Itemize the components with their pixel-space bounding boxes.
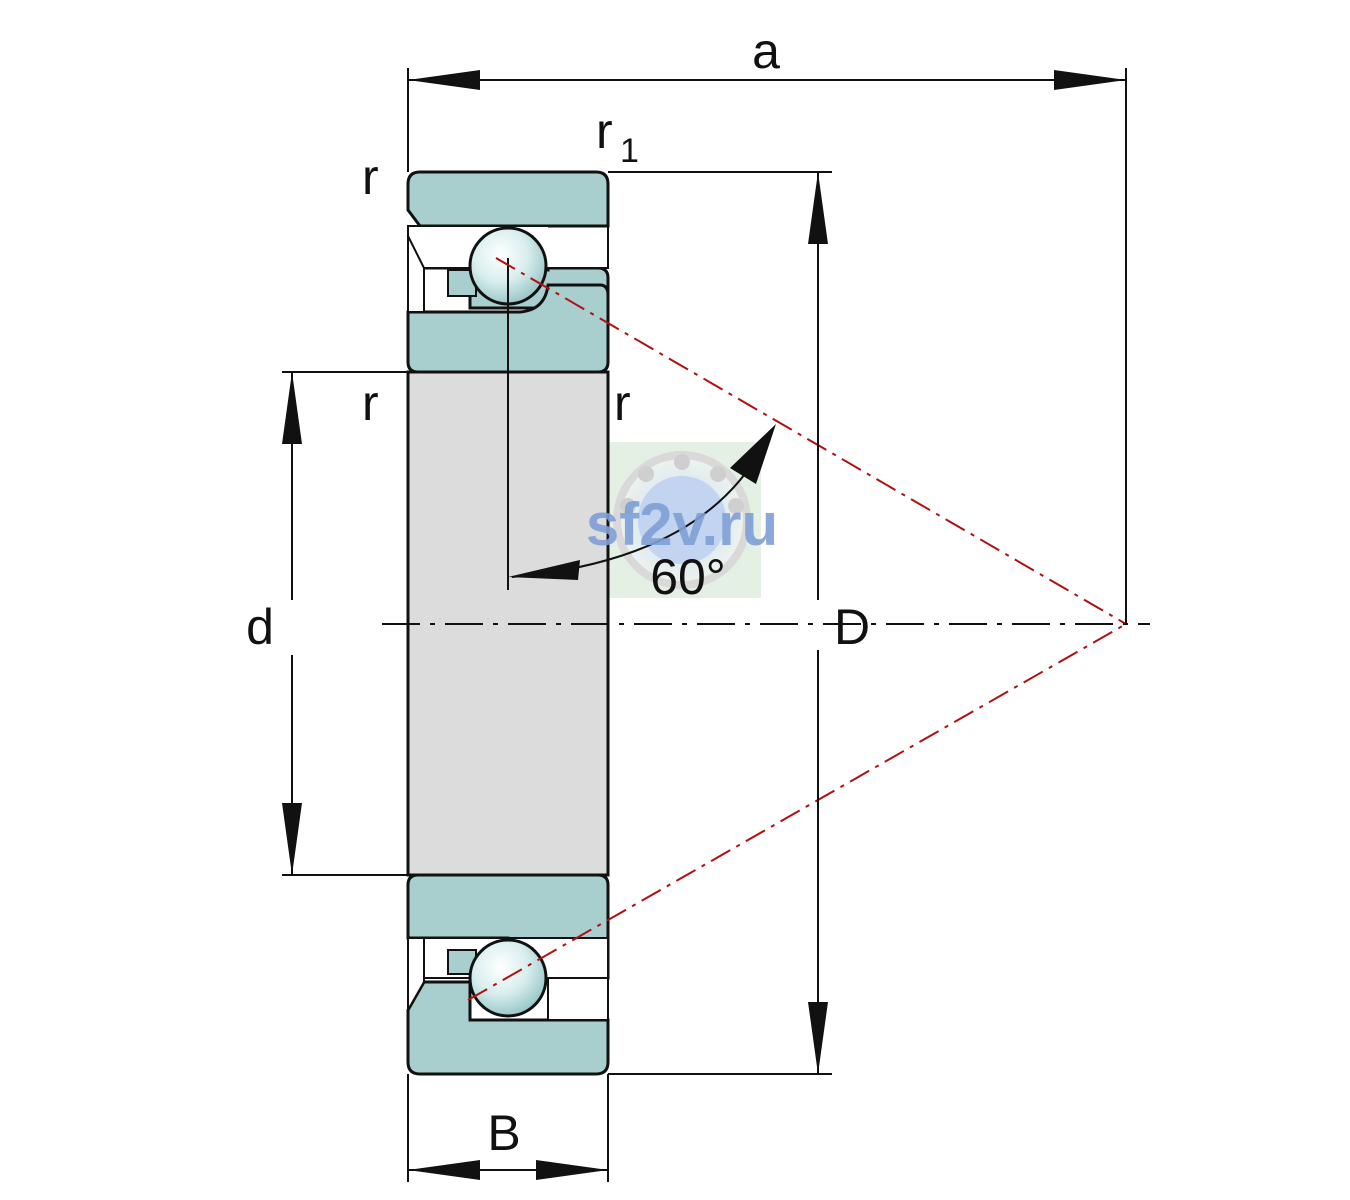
- label-B: B: [487, 1105, 520, 1161]
- dimension-D: [608, 171, 832, 1075]
- dimension-B: [407, 1074, 609, 1182]
- dimension-a: [407, 68, 1127, 624]
- dimension-d: [282, 371, 408, 876]
- label-a: a: [752, 23, 780, 79]
- label-r-mid-left: r: [362, 375, 379, 431]
- label-contact-angle: 60°: [650, 549, 726, 605]
- label-r-top-left: r: [362, 149, 379, 205]
- contact-line-bottom: [467, 623, 1127, 1001]
- label-r-mid-right: r: [614, 375, 631, 431]
- label-D: D: [834, 599, 870, 655]
- contact-angle-arc: [508, 424, 776, 580]
- label-r1: r: [596, 103, 613, 159]
- label-d: d: [246, 599, 274, 655]
- watermark-text: sf2v.ru: [586, 491, 778, 558]
- label-r1-subscript: 1: [620, 132, 639, 170]
- contact-line-top: [495, 257, 1127, 625]
